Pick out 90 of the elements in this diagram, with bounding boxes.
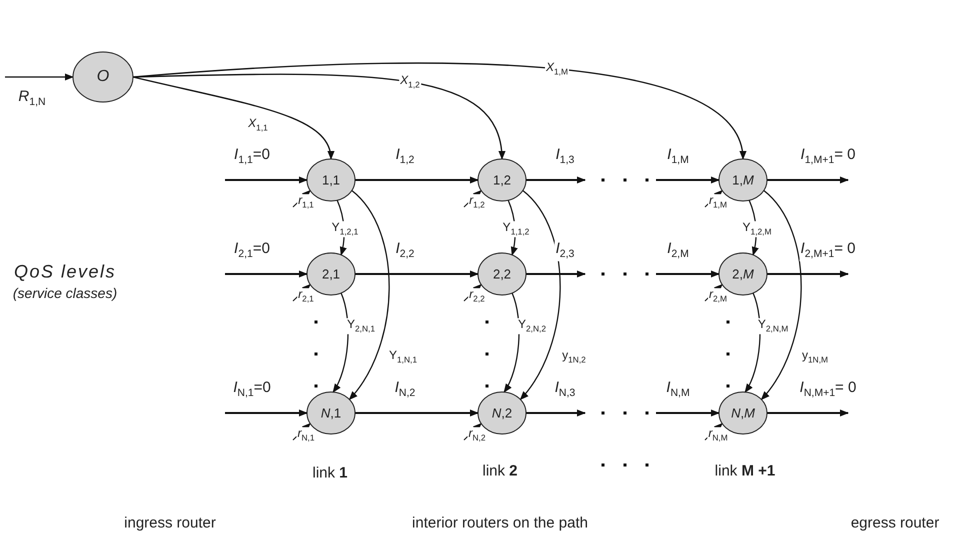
edge-label: I$_{2,2}$ xyxy=(394,241,416,261)
node-label: 2,M xyxy=(732,266,754,282)
arrow xyxy=(656,270,720,278)
edge-label: r$_{1,M}$ xyxy=(708,194,728,210)
node-ellipse xyxy=(477,252,527,296)
edge-label: r$_{1,1}$ xyxy=(297,194,315,210)
edge-label: Y$_{1,2,1}$ xyxy=(330,221,360,237)
edge-label: Y$_{2,N,1}$ xyxy=(346,318,376,334)
arrow xyxy=(526,176,586,184)
edge-label: I$_{1,2}$ xyxy=(394,147,416,167)
edge-label: X$_{1,2}$ xyxy=(399,74,421,90)
arrow xyxy=(704,190,723,208)
edge-label: r$_{N,M}$ xyxy=(707,427,729,443)
arrow xyxy=(5,73,74,81)
edge-label: I$_{N,M+1}$= 0 xyxy=(798,380,858,400)
edge-label: X$_{1,M}$ xyxy=(545,61,569,77)
edge-label: r$_{N,1}$ xyxy=(296,427,316,443)
edge-label: X$_{1,1}$ xyxy=(247,117,269,133)
edge-label: r$_{2,1}$ xyxy=(297,288,315,304)
arrow xyxy=(656,176,720,184)
arrow xyxy=(292,190,311,208)
edge-label: r$_{1,2}$ xyxy=(468,194,486,210)
node-ellipse xyxy=(306,158,356,202)
edge-label: I$_{2,1}$=0 xyxy=(233,241,271,261)
node-label: 1,2 xyxy=(492,172,512,188)
link-label: link 2 xyxy=(482,462,518,480)
node-label: 2,2 xyxy=(492,266,512,282)
edge-label: R$_{1,N}$ xyxy=(17,89,47,109)
arrow xyxy=(464,190,482,208)
arrow xyxy=(348,190,390,400)
edge-label: I$_{1,3}$ xyxy=(554,147,576,167)
arrow xyxy=(704,284,723,302)
edge-label: I$_{2,M}$ xyxy=(666,241,690,261)
edge-label: Y$_{1,1,2}$ xyxy=(502,221,530,237)
edge-label: I$_{2,3}$ xyxy=(554,241,576,261)
node-ellipse xyxy=(718,391,768,435)
edge-label: Y$_{2,N,M}$ xyxy=(756,318,790,334)
section-subheading: (service classes) xyxy=(12,285,118,301)
arrow xyxy=(132,62,745,160)
edge-label: I$_{N,2}$ xyxy=(394,380,416,400)
node-ellipse xyxy=(477,158,527,202)
edge-label: I$_{N,M}$ xyxy=(665,380,691,400)
node-label: O xyxy=(96,68,110,86)
edge-label: I$_{1,M+1}$= 0 xyxy=(800,147,856,167)
edge-label: Y$_{2,N,2}$ xyxy=(516,318,548,334)
node-ellipse xyxy=(718,158,768,202)
arrow xyxy=(767,270,849,278)
edge-label: I$_{N,1}$=0 xyxy=(232,380,272,400)
arrow xyxy=(355,176,479,184)
node-label: 1,1 xyxy=(322,172,340,188)
link-label: link M +1 xyxy=(714,462,776,480)
edge-label: r$_{2,M}$ xyxy=(708,288,728,304)
arrow xyxy=(225,270,308,278)
edge-label: Y$_{1,2,M}$ xyxy=(742,221,772,237)
edge-label: I$_{2,M+1}$= 0 xyxy=(800,241,856,261)
edge-label: I$_{1,1}$=0 xyxy=(233,147,271,167)
node-label: 2,1 xyxy=(322,266,340,282)
arrow xyxy=(767,409,849,417)
router-label: ingress router xyxy=(124,514,216,532)
edge-label: I$_{1,M}$ xyxy=(666,147,690,167)
router-label: interior routers on the path xyxy=(412,514,588,532)
node-label: 1,M xyxy=(732,172,754,188)
arrow xyxy=(656,409,720,417)
arrow xyxy=(292,284,311,302)
arrow xyxy=(355,409,479,417)
arrow xyxy=(355,270,479,278)
arrow xyxy=(132,76,334,160)
node-ellipse xyxy=(718,252,768,296)
arrow xyxy=(520,190,561,400)
link-label: link 1 xyxy=(312,464,348,482)
edge-label: r$_{2,2}$ xyxy=(468,288,486,304)
router-label: egress router xyxy=(850,514,940,532)
node-ellipse xyxy=(306,252,356,296)
edge-label: I$_{N,3}$ xyxy=(554,380,576,400)
node-label: N,M xyxy=(731,406,755,420)
node-label: N,2 xyxy=(492,406,512,420)
edge-label: r$_{N,2}$ xyxy=(467,427,487,443)
arrow xyxy=(760,190,802,400)
arrow xyxy=(225,176,308,184)
node-ellipse xyxy=(72,51,134,103)
node-ellipse xyxy=(477,391,527,435)
arrow xyxy=(526,409,586,417)
edge-label: Y$_{1,N,1}$ xyxy=(388,349,418,365)
section-heading: QoS levels xyxy=(14,262,116,282)
node-label: N,1 xyxy=(320,406,342,420)
node-ellipse xyxy=(306,391,356,435)
arrow xyxy=(767,176,849,184)
arrow xyxy=(464,284,482,302)
arrow xyxy=(526,270,586,278)
arrow xyxy=(225,409,308,417)
